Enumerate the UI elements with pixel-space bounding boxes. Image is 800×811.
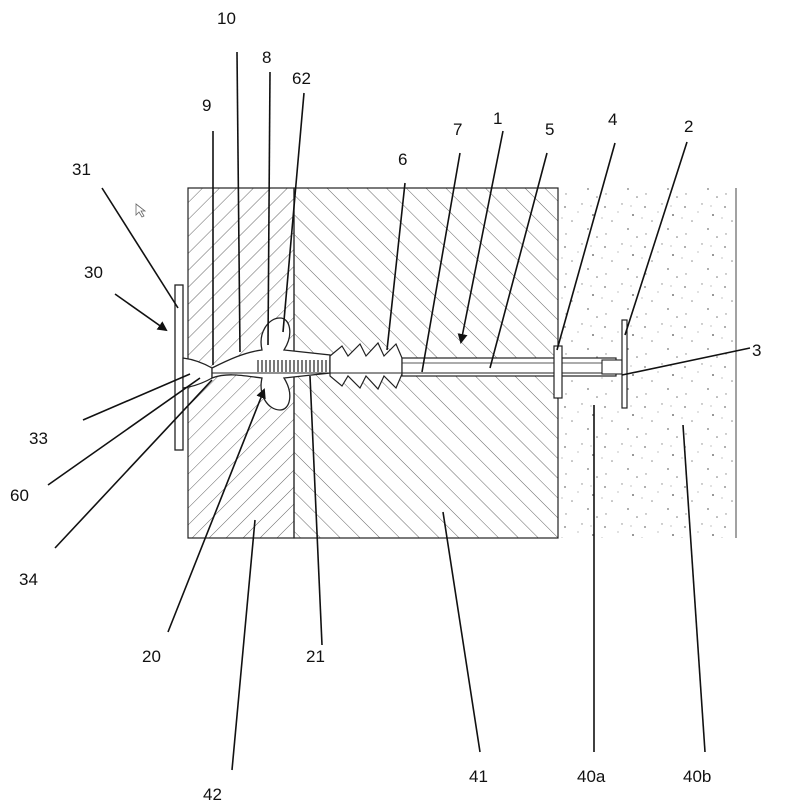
label-21: 21	[306, 647, 325, 666]
end-3	[601, 359, 623, 375]
leader-33	[82, 373, 191, 421]
leader-4	[556, 142, 616, 351]
leader-31	[101, 187, 179, 309]
leader-5	[489, 152, 548, 369]
label-1: 1	[493, 109, 502, 128]
leader-7	[421, 152, 461, 373]
leader-6	[386, 182, 406, 351]
label-7: 7	[453, 120, 462, 139]
label-5: 5	[545, 120, 554, 139]
label-41: 41	[469, 767, 488, 786]
label-34: 34	[19, 570, 38, 589]
leader-3	[621, 347, 751, 376]
label-30: 30	[84, 263, 103, 282]
leader-34	[54, 379, 213, 549]
leader-30	[114, 293, 168, 332]
label-20: 20	[142, 647, 161, 666]
cursor-icon	[135, 203, 147, 218]
leader-10	[236, 51, 241, 353]
leader-41	[442, 511, 481, 753]
plate-2	[621, 319, 628, 409]
label-33: 33	[29, 429, 48, 448]
leader-20	[167, 388, 266, 633]
label-62: 62	[292, 69, 311, 88]
label-4: 4	[608, 110, 617, 129]
label-40b: 40b	[683, 767, 711, 786]
leader-21	[309, 375, 323, 646]
label-3: 3	[752, 341, 761, 360]
collar-4	[553, 345, 563, 399]
label-42: 42	[203, 785, 222, 804]
leader-1	[457, 130, 504, 344]
plate-31	[174, 284, 184, 451]
label-6: 6	[398, 150, 407, 169]
label-10: 10	[217, 9, 236, 28]
leader-8	[267, 71, 271, 346]
leader-2	[624, 141, 688, 336]
leader-42	[231, 519, 256, 771]
leader-62	[282, 92, 305, 333]
leader-60	[47, 377, 201, 486]
label-9: 9	[202, 96, 211, 115]
label-2: 2	[684, 117, 693, 136]
label-31: 31	[72, 160, 91, 179]
leader-40b	[682, 424, 706, 753]
label-8: 8	[262, 48, 271, 67]
label-60: 60	[10, 486, 29, 505]
label-40a: 40a	[577, 767, 606, 786]
